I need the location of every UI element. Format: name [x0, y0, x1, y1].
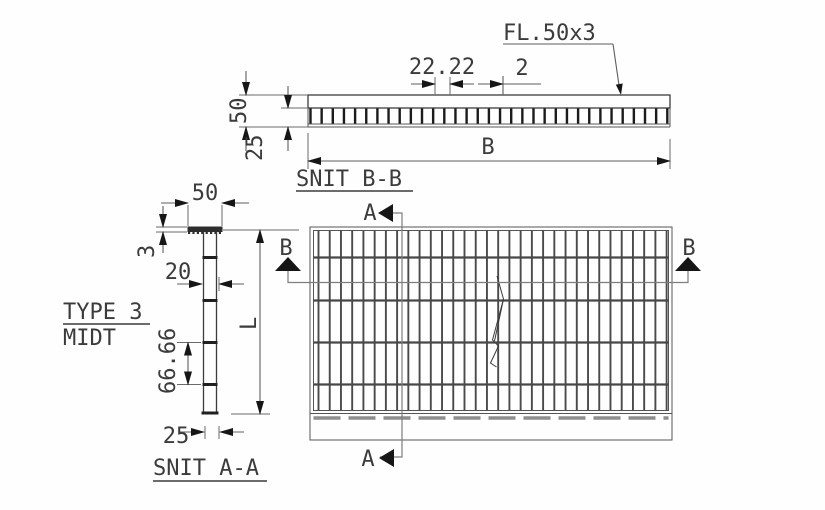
- dim-label-bar-height: 50: [227, 98, 252, 125]
- type-label: TYPE 3: [63, 300, 142, 325]
- marker-a-bottom-label: A: [361, 447, 374, 472]
- section-aa-title: SNIT A-A: [153, 456, 259, 481]
- leader-arrow: [615, 83, 623, 95]
- dim-label-slot: 20: [165, 260, 192, 285]
- plan-inner-frame: [313, 230, 669, 411]
- cut-line-a: [380, 212, 403, 458]
- section-arrow-a-top: [378, 204, 393, 222]
- plan-outer-frame: [309, 226, 673, 441]
- break-line-symbol: [489, 275, 505, 368]
- plan-cross-bars: [313, 256, 669, 386]
- marker-b-left-label: B: [279, 236, 292, 261]
- label-material-fl50x3: FL.50x3: [503, 21, 596, 46]
- aa-top-flat: [187, 226, 223, 232]
- section-arrow-b-left: [275, 257, 301, 271]
- leader-line: [612, 43, 621, 93]
- dim-label-top-width: 50: [192, 181, 219, 206]
- dim-label-top-thickness: 3: [135, 245, 160, 258]
- dim-label-embed: 25: [243, 135, 268, 162]
- plan-bearing-bars: [317, 230, 668, 411]
- marker-b-right-label: B: [682, 236, 695, 261]
- dim-label-cc-spacing: 66.66: [156, 328, 181, 394]
- dim-label-pitch: 22.22: [409, 55, 475, 80]
- position-label: MIDT: [63, 326, 116, 351]
- dim-label-width-b: B: [481, 135, 494, 160]
- dim-label-length-l: L: [237, 317, 262, 330]
- plan-view: [275, 204, 701, 467]
- bb-cross-bar-teeth: [309, 108, 669, 124]
- bb-flat-bar-outline: [307, 94, 671, 109]
- section-bb-title: SNIT B-B: [296, 167, 402, 192]
- section-arrow-b-right: [675, 257, 701, 271]
- dim-label-bar-thickness: 2: [515, 56, 528, 81]
- dim-label-bottom-width: 25: [163, 424, 190, 449]
- marker-a-top-label: A: [363, 201, 376, 226]
- section-arrow-a-bottom: [379, 449, 394, 467]
- cut-line-b: [287, 271, 689, 284]
- aa-cross-bar-marks: [201, 256, 219, 415]
- section-aa-view: [63, 199, 299, 482]
- section-bb-view: [239, 43, 671, 192]
